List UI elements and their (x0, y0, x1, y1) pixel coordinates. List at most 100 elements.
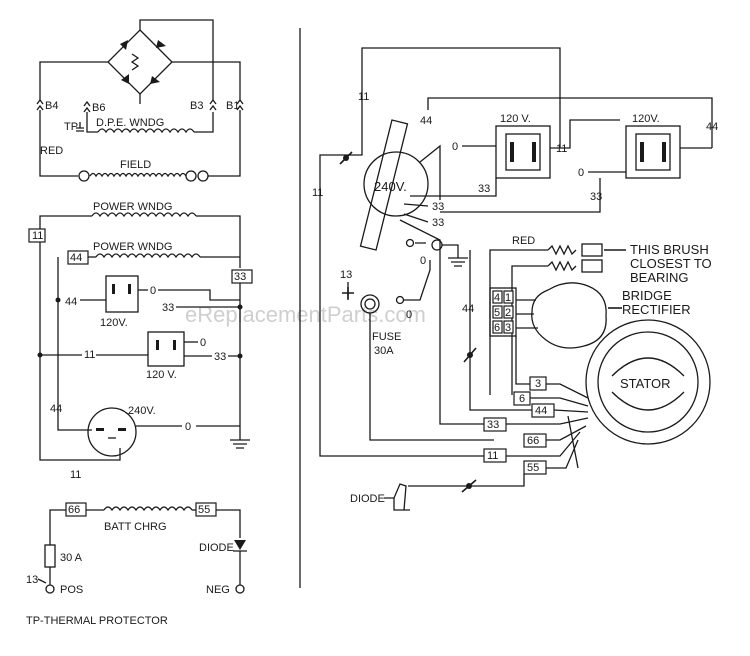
wire-0-1-label: 0 (452, 141, 458, 153)
brush-black (581, 259, 603, 273)
neg-label: NEG (206, 584, 230, 596)
power-winding-2-coil (95, 253, 201, 259)
wire-33-b-label: 33 (432, 201, 444, 213)
terminal-b3-arrow (209, 98, 217, 111)
outlet-120-2-face (635, 133, 671, 171)
bridge-rectifier-outline (531, 282, 607, 349)
terminal-b6-label: B6 (92, 102, 105, 114)
wire-11-mid-label: 11 (556, 143, 567, 155)
junction-11-b (37, 352, 43, 358)
wire-33-box (231, 269, 253, 284)
fuse-output-terminal (395, 295, 405, 305)
diode-lead-left (233, 550, 247, 585)
bridge-diamond (39, 19, 241, 104)
stator-slot-top (611, 357, 685, 377)
fuse-holder-inner (364, 298, 376, 310)
rect-terminal-6 (492, 320, 503, 334)
stator-outer (585, 319, 711, 445)
field-label: FIELD (120, 159, 151, 171)
wire-55-run (408, 474, 525, 487)
batt-chrg-coil (103, 506, 193, 512)
wire-44-mid-run (469, 250, 532, 411)
diode-body-right (393, 483, 407, 511)
outlet-120-1-body (495, 125, 551, 179)
field-lead-right (208, 110, 241, 177)
right-schematic: 11 44 44 120 V. 0 11 120V. 0 33 240V. 33… (312, 47, 718, 511)
wire-11-box-label: 11 (32, 230, 43, 242)
connector-44-mid-dot (467, 352, 473, 358)
lead-3-label: 3 (535, 378, 541, 390)
rect-terminal-2-label: 2 (505, 307, 511, 319)
power-winding-2-label: POWER WNDG (93, 241, 172, 253)
wire-0-a-label: 0 (150, 285, 156, 297)
wire-55-label: 55 (198, 504, 210, 516)
outlet-120-2-body (625, 125, 681, 179)
outlet-240-body (363, 151, 429, 217)
wire-44-mid-label: 44 (462, 303, 474, 315)
outlet-120-2-slot-1 (640, 142, 644, 162)
wire-13-label: 13 (26, 574, 38, 586)
wire-33-bundle (399, 203, 441, 252)
tp-symbol (76, 122, 84, 132)
bridge-label-1: BRIDGE (622, 288, 672, 303)
wire-0-4-label: 0 (420, 255, 426, 267)
outlet-240-slot-2 (118, 428, 126, 431)
rect-terminal-5-label: 5 (494, 307, 500, 319)
fuse-30a-symbol (44, 544, 56, 568)
wire-11-left-label: 11 (312, 187, 323, 199)
pos-label: POS (60, 584, 83, 596)
rect-terminal-3-label: 3 (505, 322, 511, 334)
outlet-240-body (87, 407, 137, 457)
wire-66-run (369, 313, 494, 441)
outlet-120-a-slot-1 (112, 284, 115, 294)
wire-44-top-label: 44 (420, 115, 432, 127)
brush-red (581, 243, 603, 257)
field-winding-coil (89, 172, 187, 178)
ground-symbol-right (415, 242, 468, 267)
wire-44-right-label: 44 (706, 121, 718, 133)
wire-13-arrow (37, 578, 47, 584)
wire-11-mid-line (550, 119, 620, 149)
rect-terminal-1-label: 1 (505, 292, 511, 304)
wire-33-d-line (440, 178, 601, 213)
plus-symbol (342, 287, 354, 299)
footnote-thermal-protector: TP-THERMAL PROTECTOR (26, 615, 168, 627)
wire-33-a-label: 33 (162, 302, 174, 314)
outlet-120-b-body (147, 331, 185, 367)
lead-66-label: 66 (527, 435, 539, 447)
brush-note-line-2: CLOSEST TO (630, 256, 712, 271)
stator-slot-bottom (611, 391, 685, 411)
diode-label-left: DIODE (199, 542, 234, 554)
wire-44-box-label: 44 (70, 252, 82, 264)
wire-0-c-label: 0 (185, 421, 191, 433)
wire-33-a-line (410, 178, 497, 197)
batt-lead-left (49, 509, 66, 545)
wire-11-b-label: 11 (84, 349, 95, 361)
stator-ring (597, 331, 699, 433)
brush-note-line-1: THIS BRUSH (630, 242, 709, 257)
wire-66-label: 66 (68, 504, 80, 516)
terminal-b3-label: B3 (190, 100, 203, 112)
terminal-b1-label: B1 (226, 100, 239, 112)
outlet-120-b-label: 120 V. (146, 369, 177, 381)
batt-chrg-label: BATT CHRG (104, 521, 167, 533)
lead-11-label: 11 (487, 450, 498, 462)
terminal-b4-label: B4 (45, 100, 58, 112)
watermark-text: eReplacementParts.com (185, 302, 426, 327)
outlet-240-terminal (405, 238, 415, 248)
rectifier-lead-3 (515, 336, 530, 385)
stator-lead-tie (567, 415, 579, 469)
outlet-240-slot-1 (96, 428, 104, 431)
neg-terminal (235, 584, 245, 594)
outlet-120-a-label: 120V. (100, 317, 128, 329)
red-label: RED (512, 235, 535, 247)
rectifier-terminal-block (489, 287, 517, 337)
wire-33-d-label: 33 (590, 191, 602, 203)
diode-label-right: DIODE (350, 493, 385, 505)
outlet-120-1-slot-2 (532, 142, 536, 162)
wire-13-label: 13 (340, 269, 352, 281)
fuse-output-lead (404, 260, 431, 301)
field-connector-left (78, 170, 90, 182)
brush-black-resistor (547, 260, 577, 272)
